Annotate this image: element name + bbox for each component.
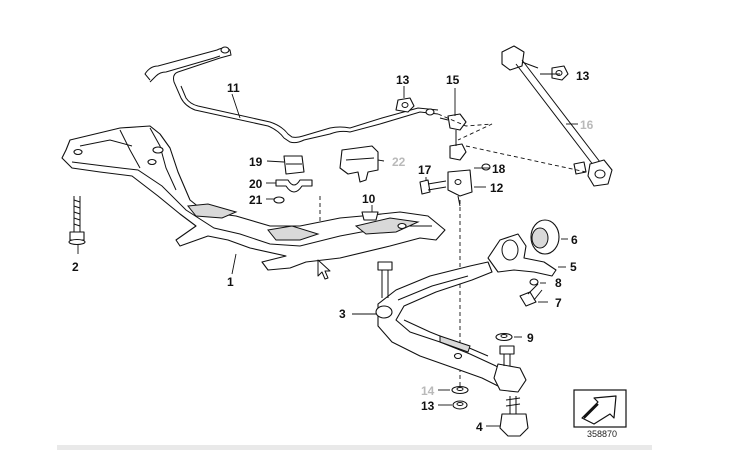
nut-top[interactable] [395,97,415,113]
label-2: 2 [72,260,79,274]
hex-bolt-7[interactable] [519,283,543,307]
bottom-scroll-bar [57,445,652,450]
rubber-mounting[interactable] [283,155,305,175]
front-axle-carrier[interactable] [61,125,446,271]
label-17: 17 [418,163,432,177]
stabilizer-bracket[interactable] [339,145,379,183]
leader-lines [77,73,578,427]
label-11: 11 [227,81,240,95]
hex-bolt-17[interactable] [419,179,447,195]
label-13-right: 13 [576,69,590,83]
label-8: 8 [555,276,562,290]
label-12: 12 [490,181,504,195]
label-3: 3 [339,307,346,321]
ball-joint[interactable] [499,396,529,437]
label-16: 16 [580,118,594,132]
link-bracket[interactable] [447,169,473,207]
stabilizer-link-16[interactable] [501,45,613,187]
label-22: 22 [392,155,406,169]
hex-nut[interactable] [273,196,285,204]
label-13-bottom: 13 [421,399,435,413]
nut-13-bottom[interactable] [452,400,468,410]
mouse-cursor-icon [317,259,331,280]
stabilizer-bar[interactable] [144,46,439,144]
label-9: 9 [527,331,534,345]
diagram-number: 358870 [587,429,617,439]
hex-nut-18[interactable] [481,163,491,171]
rubber-bushing[interactable] [530,219,560,255]
assembly-line-link [437,113,493,141]
label-19: 19 [249,155,263,169]
label-15: 15 [446,73,460,87]
direction-of-travel-icon [573,389,627,428]
label-21: 21 [249,193,263,207]
nut-13-right[interactable] [551,65,569,81]
hex-nut-8[interactable] [529,278,539,286]
clamp-bracket[interactable] [275,179,313,193]
label-7: 7 [555,296,562,310]
label-13-top: 13 [396,73,410,87]
label-18: 18 [492,162,506,176]
label-5: 5 [570,260,577,274]
label-14: 14 [421,384,435,398]
label-6: 6 [571,233,578,247]
stabilizer-link[interactable] [439,113,467,161]
label-4: 4 [476,420,483,434]
hex-bolt[interactable] [68,196,86,246]
tension-strut[interactable] [487,233,557,277]
wishbone[interactable] [375,261,527,393]
washer-14[interactable] [451,385,469,395]
self-locking-nut[interactable] [361,211,379,221]
label-20: 20 [249,177,263,191]
washer-9[interactable] [495,332,513,342]
label-10: 10 [362,192,376,206]
label-1: 1 [227,275,234,289]
